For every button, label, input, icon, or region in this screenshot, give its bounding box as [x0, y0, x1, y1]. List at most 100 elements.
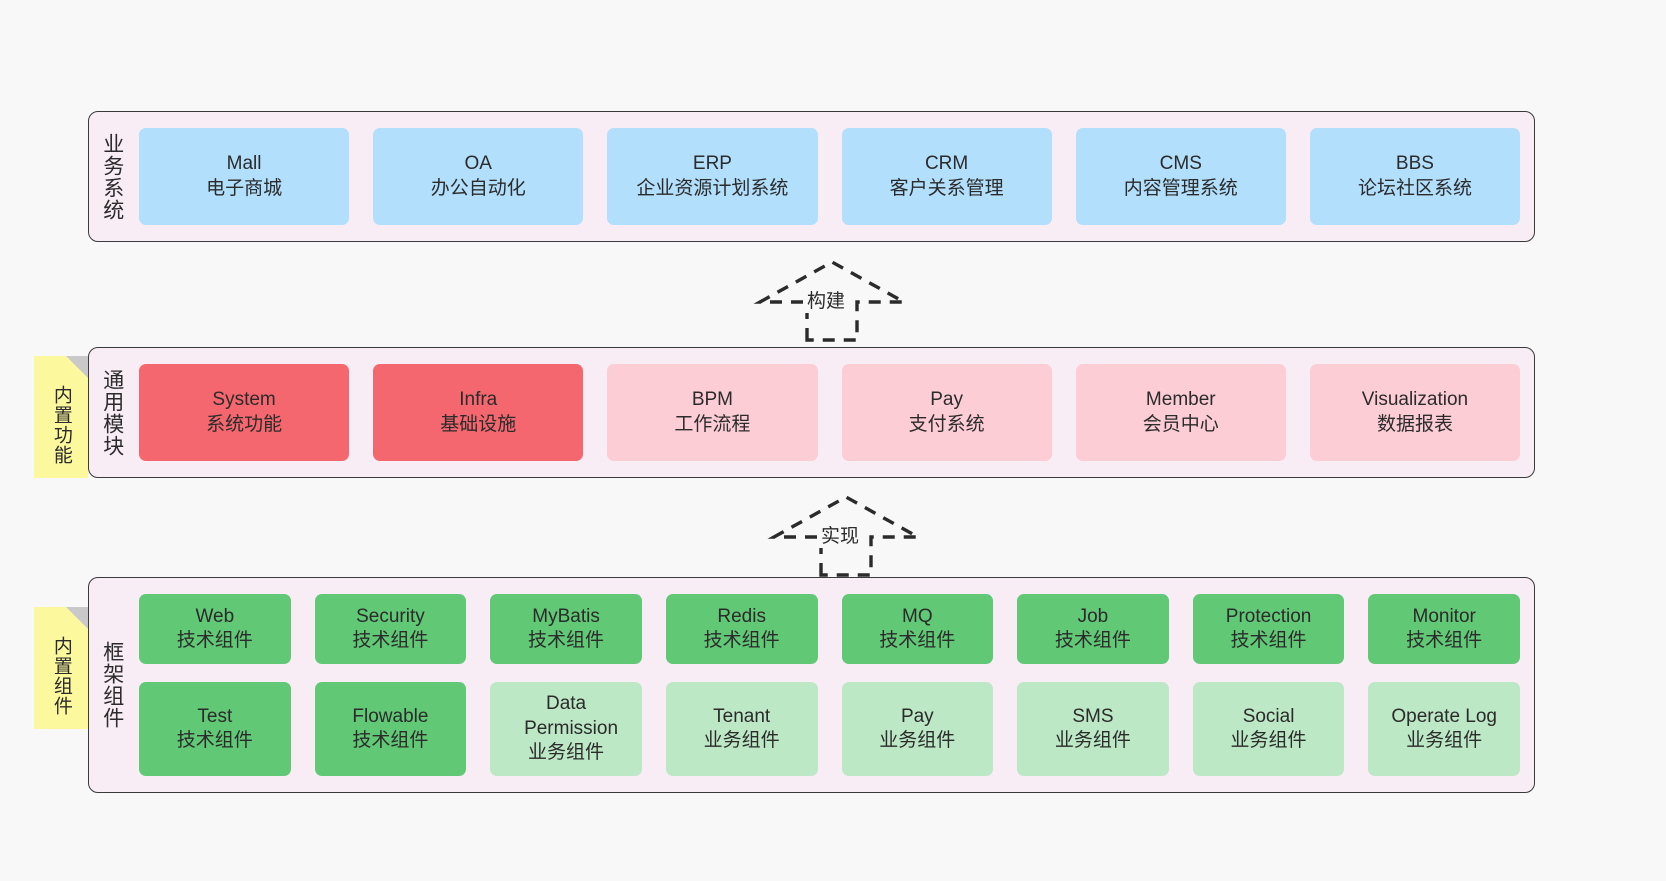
sticky-fold-corner-icon — [66, 607, 88, 629]
card-title: Visualization — [1361, 389, 1469, 411]
card-subtitle: 技术组件 — [703, 629, 780, 651]
card-visualization[interactable]: Visualization 数据报表 — [1309, 364, 1521, 461]
sticky-note-label: 内置组件 — [50, 636, 72, 716]
layer-body-business-systems: Mall 电子商城 OA 办公自动化 ERP 企业资源计划系统 CRM 客户关系… — [135, 112, 1534, 241]
card-row: Mall 电子商城 OA 办公自动化 ERP 企业资源计划系统 CRM 客户关系… — [139, 128, 1521, 225]
sticky-note-label: 内置功能 — [50, 385, 72, 465]
card-operate-log[interactable]: Operate Log 业务组件 — [1368, 681, 1520, 776]
card-title: Data Permission — [524, 693, 619, 739]
card-title: Pay — [900, 705, 934, 727]
card-tenant[interactable]: Tenant 业务组件 — [665, 681, 818, 776]
card-title: Pay — [930, 389, 963, 411]
card-subtitle: 业务组件 — [1406, 729, 1483, 751]
connector-build: 构建 — [752, 258, 912, 344]
card-title: MyBatis — [532, 605, 600, 627]
card-subtitle: 技术组件 — [879, 629, 956, 651]
card-title: CRM — [924, 153, 969, 175]
card-subtitle: 基础设施 — [440, 413, 517, 435]
card-subtitle: 工作流程 — [674, 413, 751, 435]
card-subtitle: 业务组件 — [703, 729, 780, 751]
sticky-note-builtin-features: 内置功能 — [34, 356, 88, 478]
card-security[interactable]: Security 技术组件 — [314, 594, 467, 664]
card-monitor[interactable]: Monitor 技术组件 — [1368, 594, 1520, 664]
card-mall[interactable]: Mall 电子商城 — [139, 128, 350, 225]
card-cms[interactable]: CMS 内容管理系统 — [1075, 128, 1286, 225]
card-test[interactable]: Test 技术组件 — [139, 681, 291, 776]
card-row: System 系统功能 Infra 基础设施 BPM 工作流程 Pay 支付系统… — [139, 364, 1521, 461]
card-subtitle: 技术组件 — [1054, 629, 1131, 651]
card-subtitle: 技术组件 — [176, 629, 253, 651]
card-subtitle: 支付系统 — [908, 413, 985, 435]
layer-body-framework-components: Web 技术组件 Security 技术组件 MyBatis 技术组件 Redi… — [135, 578, 1534, 792]
card-title: BPM — [691, 389, 734, 411]
card-title: System — [212, 389, 276, 411]
card-title: Test — [197, 705, 233, 727]
card-subtitle: 技术组件 — [1406, 629, 1483, 651]
card-subtitle: 业务组件 — [1054, 729, 1131, 751]
card-subtitle: 办公自动化 — [430, 177, 526, 199]
layer-title-common-modules: 通用模块 — [100, 368, 124, 457]
layer-framework-components: 框架组件 Web 技术组件 Security 技术组件 MyBatis 技术组件… — [88, 577, 1535, 793]
layer-body-common-modules: System 系统功能 Infra 基础设施 BPM 工作流程 Pay 支付系统… — [135, 348, 1534, 477]
card-erp[interactable]: ERP 企业资源计划系统 — [607, 128, 818, 225]
connector-build-label: 构建 — [804, 286, 849, 313]
card-web[interactable]: Web 技术组件 — [139, 594, 291, 664]
card-job[interactable]: Job 技术组件 — [1017, 594, 1169, 664]
card-social[interactable]: Social 业务组件 — [1192, 681, 1345, 776]
card-title: ERP — [692, 153, 732, 175]
card-subtitle: 技术组件 — [528, 629, 605, 651]
card-data-permission[interactable]: Data Permission 业务组件 — [490, 681, 642, 776]
connector-implement-label: 实现 — [818, 521, 863, 548]
layer-title-framework-components: 框架组件 — [100, 641, 124, 729]
card-mq[interactable]: MQ 技术组件 — [841, 594, 994, 664]
card-row: Test 技术组件 Flowable 技术组件 Data Permission … — [139, 681, 1520, 776]
card-title: Protection — [1225, 605, 1312, 627]
card-subtitle: 数据报表 — [1376, 413, 1453, 435]
card-pay-business[interactable]: Pay 业务组件 — [841, 681, 994, 776]
card-subtitle: 业务组件 — [528, 742, 605, 764]
card-subtitle: 技术组件 — [1230, 629, 1307, 651]
card-crm[interactable]: CRM 客户关系管理 — [841, 128, 1052, 225]
card-bbs[interactable]: BBS 论坛社区系统 — [1309, 128, 1521, 225]
card-bpm[interactable]: BPM 工作流程 — [607, 364, 818, 461]
card-title: Operate Log — [1391, 705, 1497, 727]
card-title: BBS — [1395, 153, 1434, 175]
card-title: OA — [464, 153, 492, 175]
sticky-note-builtin-components: 内置组件 — [34, 607, 88, 729]
card-sms[interactable]: SMS 业务组件 — [1017, 681, 1169, 776]
card-redis[interactable]: Redis 技术组件 — [665, 594, 818, 664]
card-title: Monitor — [1412, 605, 1476, 627]
card-pay[interactable]: Pay 支付系统 — [841, 364, 1052, 461]
layer-business-systems: 业务系统 Mall 电子商城 OA 办公自动化 ERP 企业资源计划系统 CRM… — [88, 111, 1535, 242]
card-mybatis[interactable]: MyBatis 技术组件 — [490, 594, 642, 664]
card-infra[interactable]: Infra 基础设施 — [373, 364, 584, 461]
card-protection[interactable]: Protection 技术组件 — [1192, 594, 1345, 664]
card-title: Mall — [226, 153, 262, 175]
card-subtitle: 技术组件 — [352, 729, 429, 751]
card-title: Job — [1077, 605, 1109, 627]
card-subtitle: 论坛社区系统 — [1357, 177, 1472, 199]
card-oa[interactable]: OA 办公自动化 — [373, 128, 584, 225]
card-title: Infra — [459, 389, 498, 411]
card-flowable[interactable]: Flowable 技术组件 — [314, 681, 467, 776]
card-subtitle: 会员中心 — [1142, 413, 1219, 435]
sticky-fold-corner-icon — [66, 356, 88, 378]
connector-build-arrow-icon — [753, 260, 911, 342]
card-title: SMS — [1072, 705, 1114, 727]
card-subtitle: 电子商城 — [206, 177, 283, 199]
card-subtitle: 企业资源计划系统 — [636, 177, 789, 199]
card-subtitle: 技术组件 — [176, 729, 253, 751]
card-member[interactable]: Member 会员中心 — [1075, 364, 1286, 461]
card-title: Redis — [717, 605, 766, 627]
connector-implement: 实现 — [766, 493, 926, 579]
card-title: Web — [195, 605, 235, 627]
layer-common-modules: 通用模块 System 系统功能 Infra 基础设施 BPM 工作流程 Pay… — [88, 347, 1535, 478]
card-title: Member — [1145, 389, 1216, 411]
card-system[interactable]: System 系统功能 — [139, 364, 350, 461]
card-title: Security — [356, 605, 425, 627]
card-subtitle: 系统功能 — [206, 413, 283, 435]
card-subtitle: 业务组件 — [879, 729, 956, 751]
card-title: Tenant — [713, 705, 771, 727]
card-title: Social — [1242, 705, 1295, 727]
